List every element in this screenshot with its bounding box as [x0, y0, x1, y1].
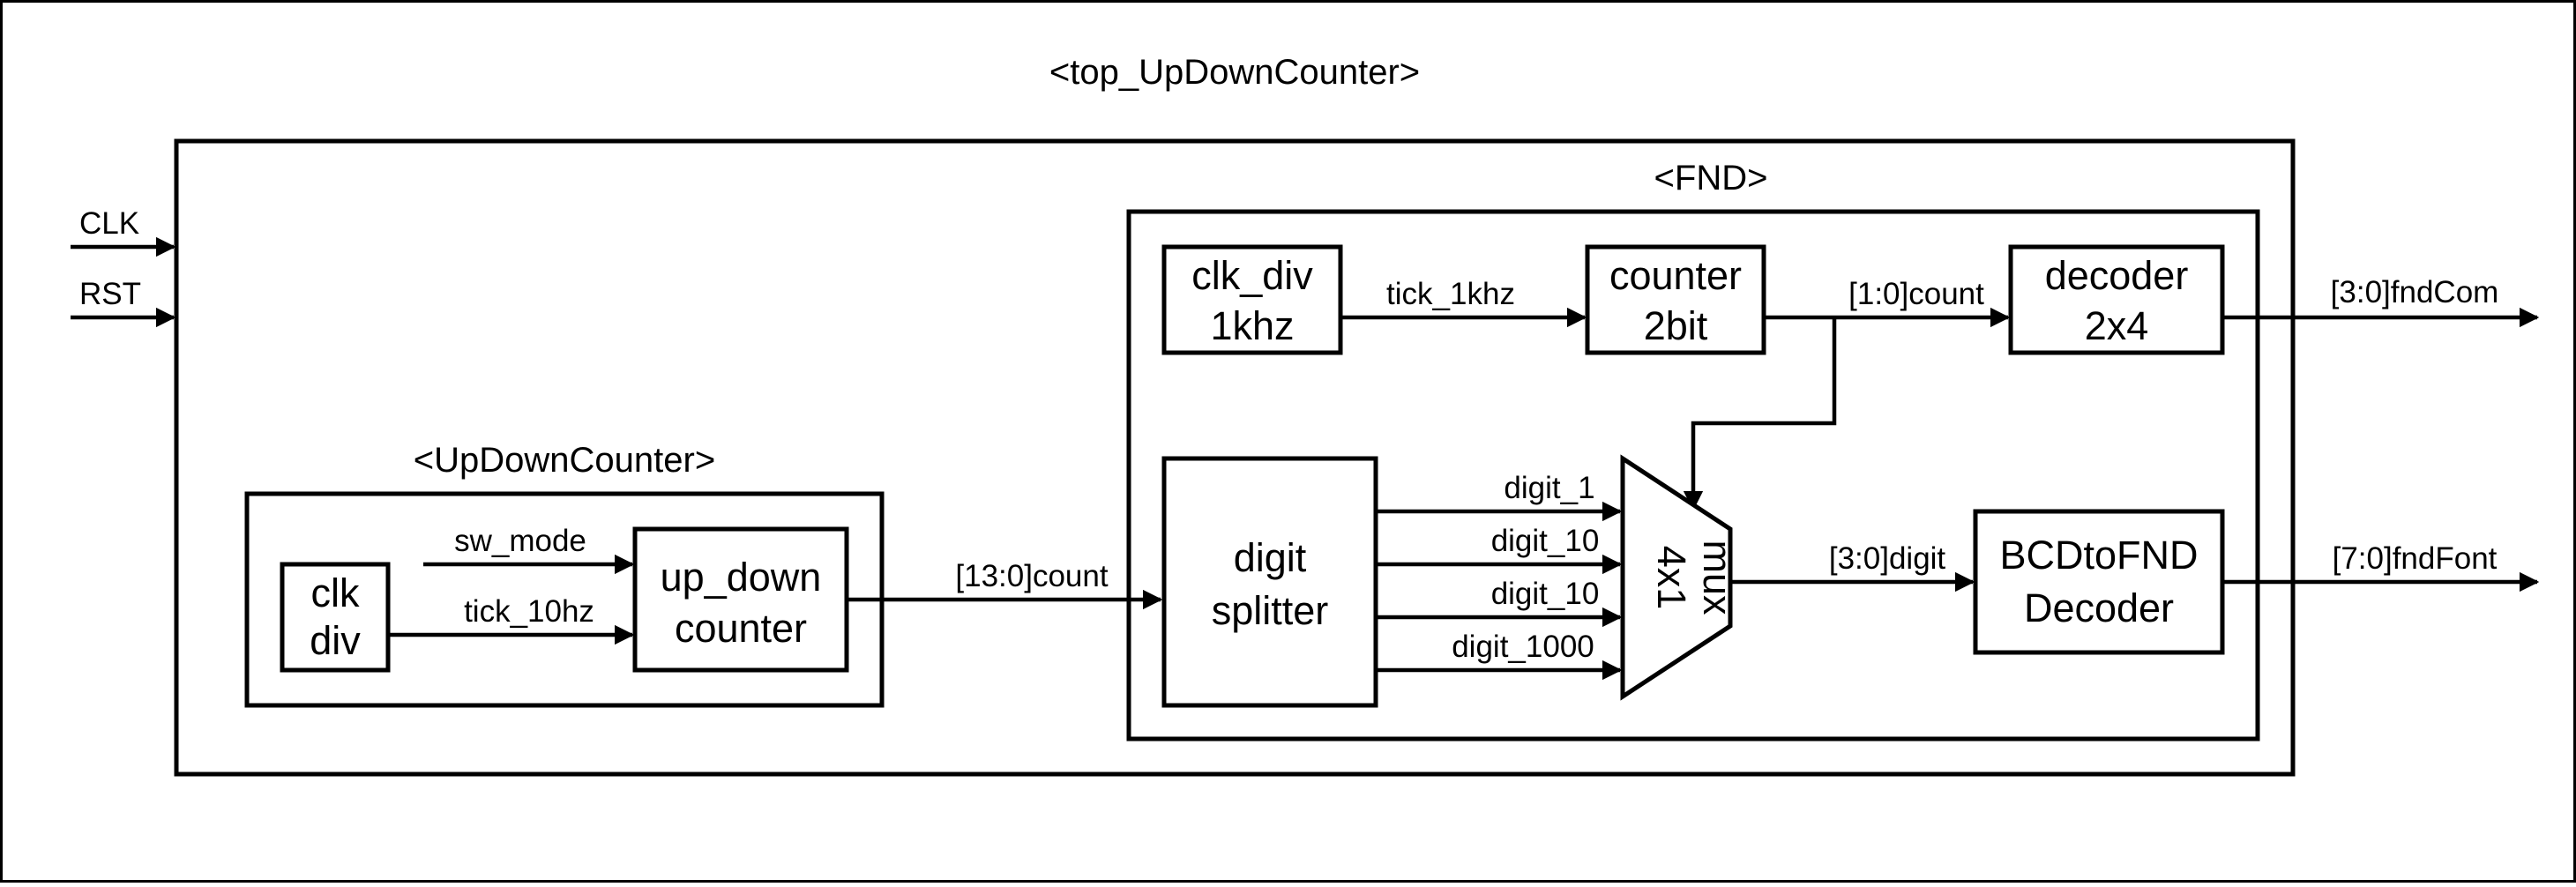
count-2bit-label: [1:0]count [1848, 277, 1984, 311]
digit-splitter-label-line1: digit [1234, 535, 1307, 580]
digit-splitter-label-line2: splitter [1212, 588, 1329, 633]
updown-module-title: <UpDownCounter> [414, 441, 715, 480]
clk-div-block: clk div [280, 562, 391, 673]
clk-input-label: CLK [79, 206, 139, 241]
top-module-title: <top_UpDownCounter> [1049, 53, 1420, 92]
count-bus-label: [13:0]count [955, 559, 1108, 593]
fnd-module-frame [1126, 209, 2260, 742]
digit-1-label: digit_1 [1504, 471, 1594, 505]
up-down-counter-label-line2: counter [675, 606, 807, 651]
digit-splitter-block: digit splitter [1161, 456, 1378, 708]
up-down-counter-block: up_down counter [632, 526, 849, 673]
count-2bit-to-mux-wire [1683, 317, 1837, 511]
mux-label-line1: mux [1695, 540, 1740, 615]
clk-div-label-line1: clk [311, 570, 360, 615]
sw-mode-label: sw_mode [454, 524, 586, 558]
clk-div-1khz-block: clk_div 1khz [1161, 244, 1343, 355]
top-module-frame [174, 138, 2296, 777]
fnd-font-label: [7:0]fndFont [2333, 541, 2498, 576]
clk-div-1khz-label-line1: clk_div [1191, 253, 1313, 298]
fnd-com-label: [3:0]fndCom [2331, 275, 2499, 309]
counter-2bit-block: counter 2bit [1585, 244, 1766, 355]
counter-2bit-label-line1: counter [1609, 253, 1742, 298]
digit-bus-label: [3:0]digit [1829, 541, 1946, 576]
decoder-2x4-label-line2: 2x4 [2085, 303, 2149, 348]
decoder-2x4-label-line1: decoder [2045, 253, 2189, 298]
bcd-decoder-label-line1: BCDtoFND [1999, 533, 2198, 578]
digit-10-a-label: digit_10 [1491, 524, 1600, 558]
mux-label-line2: 4x1 [1649, 546, 1694, 610]
bcd-to-fnd-decoder-block: BCDtoFND Decoder [1973, 509, 2225, 655]
counter-2bit-label-line2: 2bit [1644, 303, 1708, 348]
clk-div-label-line2: div [310, 618, 361, 663]
tick-10hz-label: tick_10hz [464, 594, 594, 629]
mux-4x1-block: mux 4x1 [1620, 454, 1740, 701]
tick-1khz-label: tick_1khz [1386, 277, 1515, 311]
clk-div-1khz-label-line2: 1khz [1210, 303, 1294, 348]
decoder-2x4-block: decoder 2x4 [2008, 244, 2225, 355]
fnd-module-title: <FND> [1654, 159, 1768, 198]
bcd-decoder-label-line2: Decoder [2024, 585, 2174, 630]
digit-10-b-label: digit_10 [1491, 577, 1600, 611]
digit-1000-label: digit_1000 [1452, 630, 1594, 664]
rst-input-label: RST [79, 277, 141, 311]
up-down-counter-label-line1: up_down [661, 555, 822, 600]
